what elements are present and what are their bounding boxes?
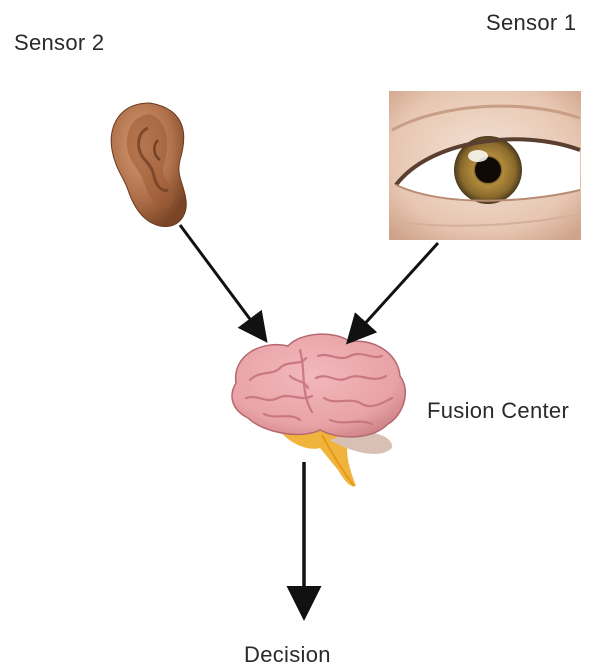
decision-label: Decision <box>244 642 331 668</box>
fusion-center-label: Fusion Center <box>427 398 569 424</box>
arrow-eye-to-brain <box>350 243 438 340</box>
eye-icon <box>389 91 581 240</box>
sensor-2-label: Sensor 2 <box>14 30 104 56</box>
sensor-1-label: Sensor 1 <box>486 10 576 36</box>
brain-icon <box>232 334 405 486</box>
ear-icon <box>111 103 186 226</box>
arrow-ear-to-brain <box>180 225 264 338</box>
